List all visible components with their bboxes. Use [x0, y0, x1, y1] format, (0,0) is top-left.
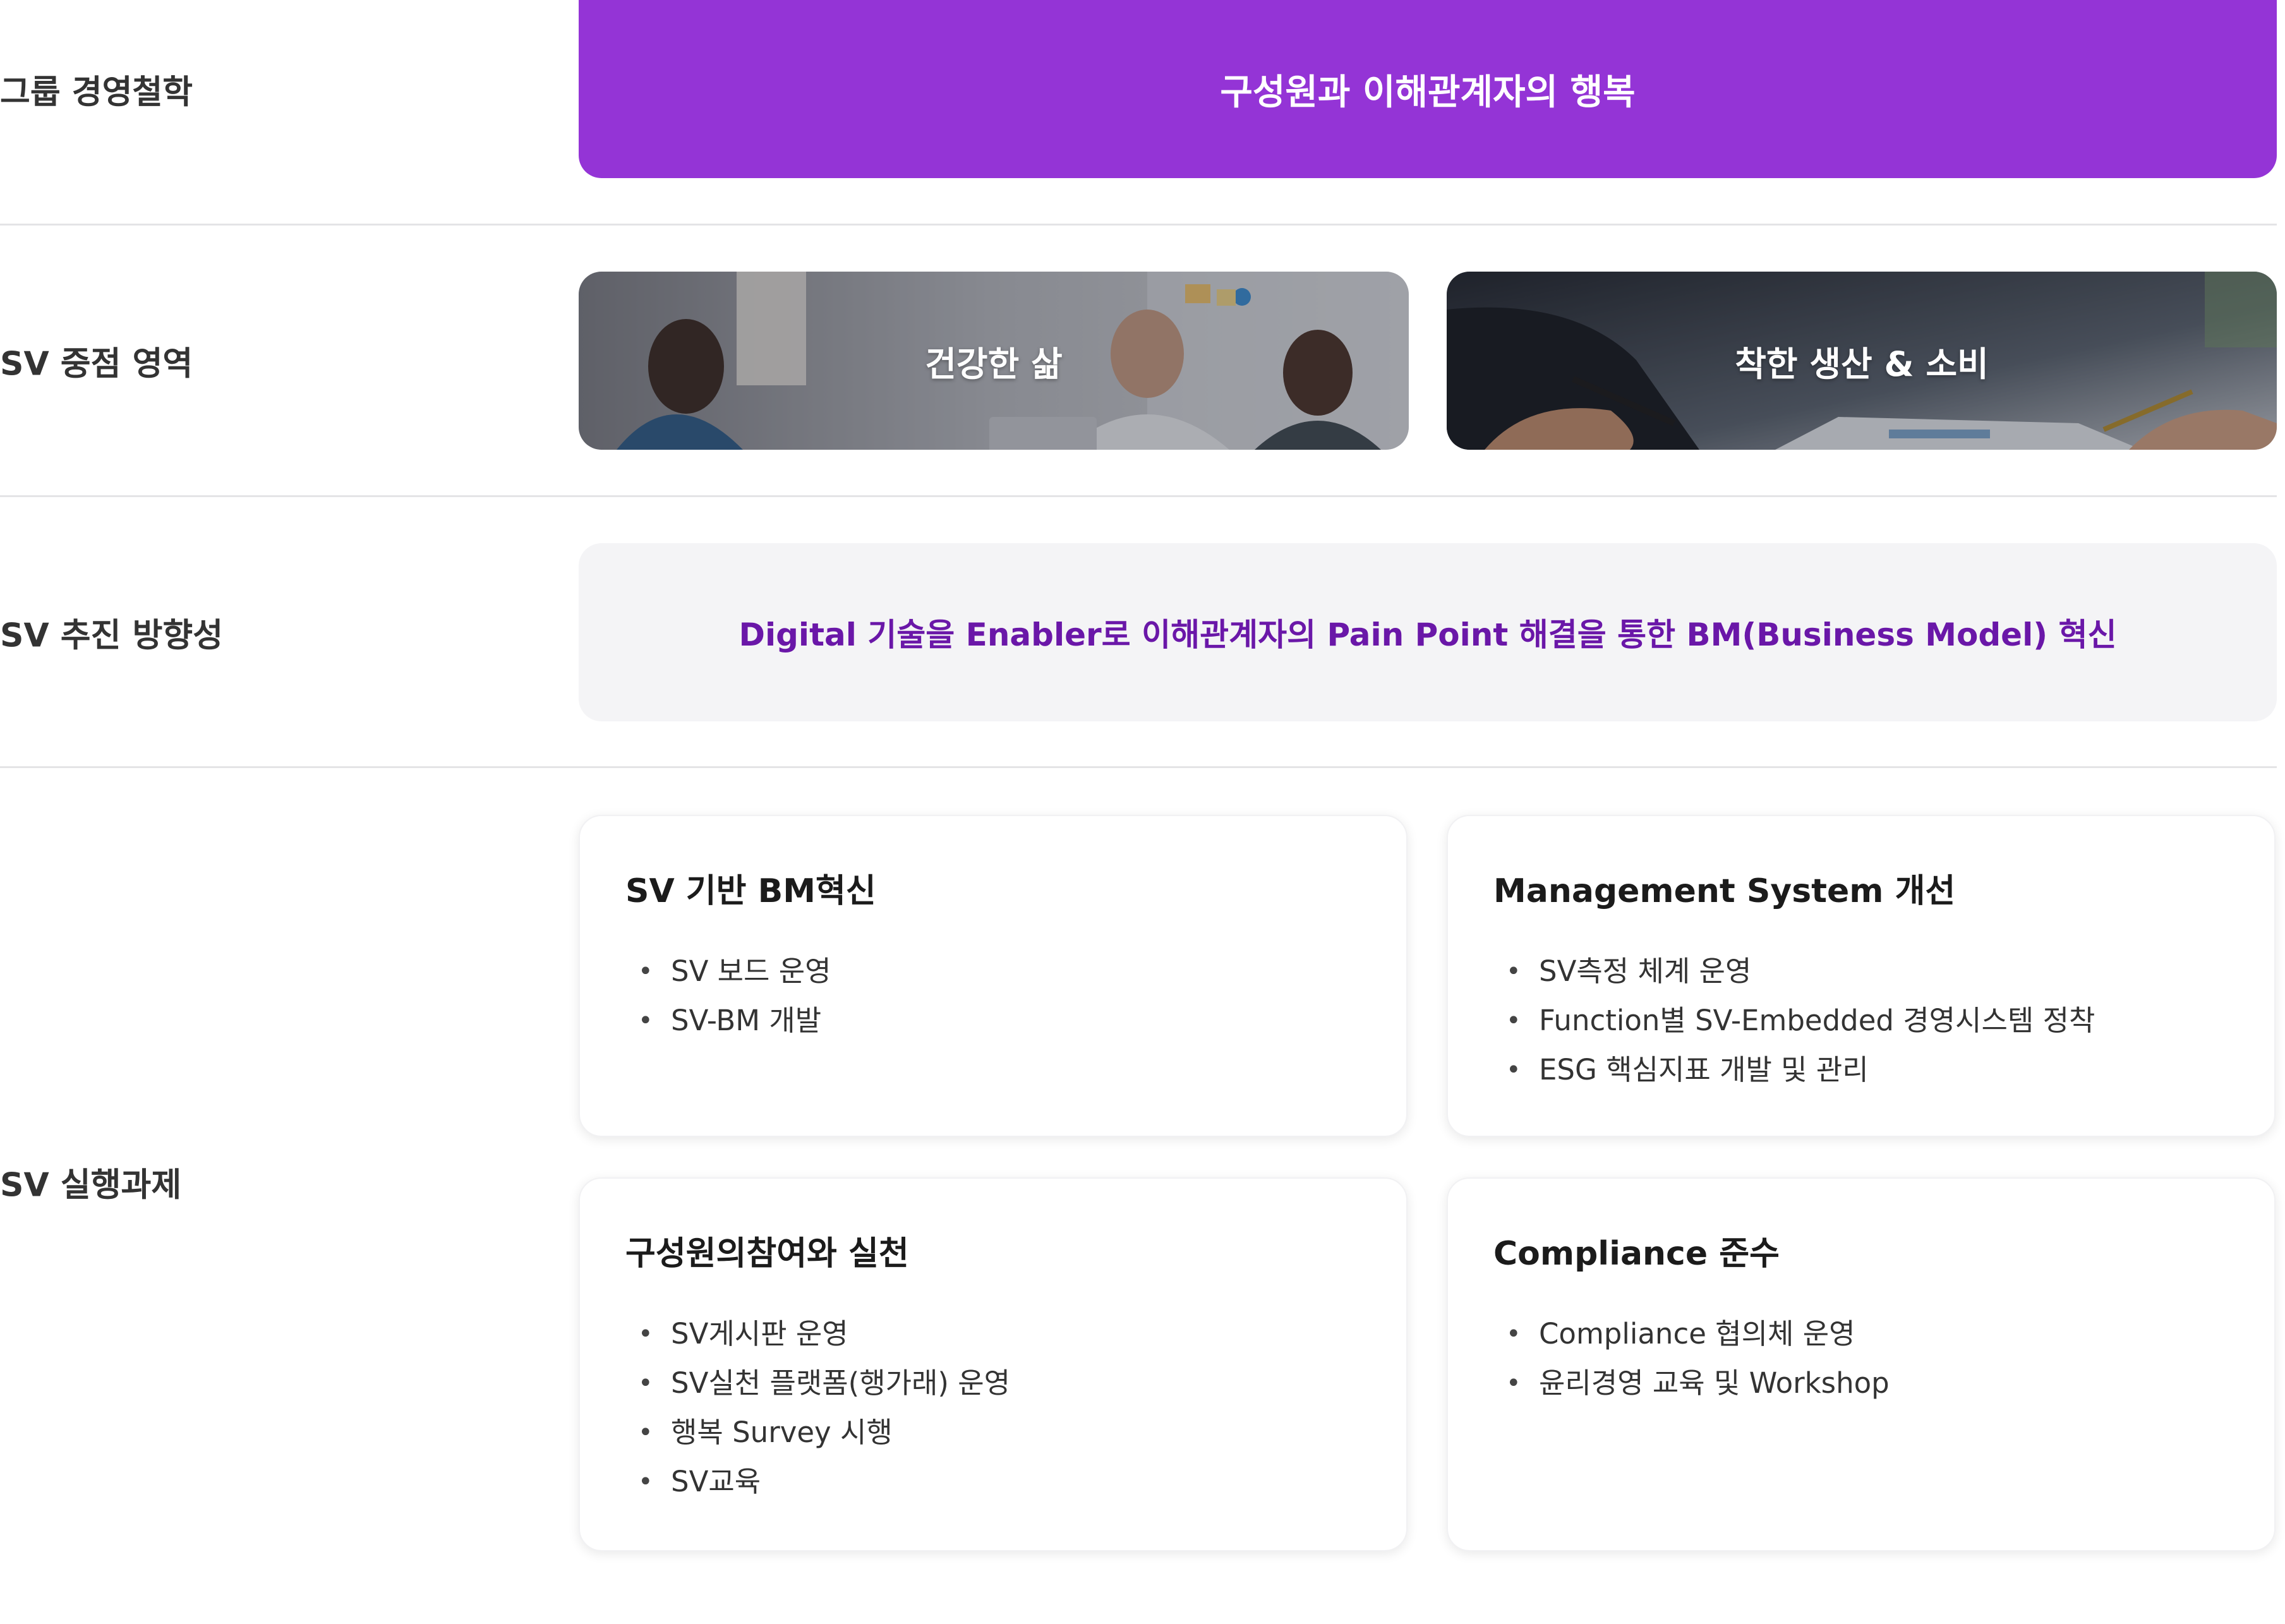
task-list: • SV측정 체계 운영 • Function별 SV-Embedded 경영시스템… — [1493, 947, 2229, 1095]
philosophy-banner: 구성원과 이해관계자의 행복 — [579, 0, 2277, 178]
bullet-icon: • — [1506, 1006, 1521, 1035]
bullet-icon: • — [1506, 1369, 1521, 1398]
list-item: • 윤리경영 교육 및 Workshop — [1493, 1359, 2229, 1408]
focus-card-label: 착한 생산 & 소비 — [1735, 344, 1989, 384]
focus-card-label: 건강한 삶 — [925, 344, 1063, 384]
row-divider — [0, 224, 2277, 226]
bullet-icon: • — [638, 1320, 653, 1349]
list-item-text: SV실천 플랫폼(행가래) 운영 — [671, 1366, 1011, 1400]
task-list: • Compliance 협의체 운영 • 윤리경영 교육 및 Workshop — [1493, 1309, 2229, 1408]
list-item: • SV교육 — [625, 1457, 1361, 1507]
list-item-text: 행복 Survey 시행 — [671, 1416, 893, 1449]
direction-box: Digital 기술을 Enabler로 이해관계자의 Pain Point 해… — [579, 543, 2277, 721]
list-item: • 행복 Survey 시행 — [625, 1408, 1361, 1457]
bullet-icon: • — [638, 1418, 653, 1447]
task-card-title: 구성원의참여와 실천 — [625, 1235, 909, 1273]
philosophy-banner-text: 구성원과 이해관계자의 행복 — [1220, 71, 1636, 113]
bullet-icon: • — [1506, 1056, 1521, 1085]
list-item-text: ESG 핵심지표 개발 및 관리 — [1539, 1053, 1869, 1086]
task-list: • SV게시판 운영 • SV실천 플랫폼(행가래) 운영 • 행복 Survey 시… — [625, 1309, 1361, 1507]
list-item-text: Compliance 협의체 운영 — [1539, 1317, 1855, 1350]
list-item-text: SV교육 — [671, 1465, 761, 1498]
row-divider — [0, 495, 2277, 497]
list-item: • SV실천 플랫폼(행가래) 운영 — [625, 1359, 1361, 1408]
row-label-philosophy: 그룹 경영철학 — [0, 73, 193, 112]
focus-card-good-production: 착한 생산 & 소비 — [1447, 272, 2277, 450]
list-item: • SV-BM 개발 — [625, 996, 1361, 1045]
business-meeting-photo — [579, 272, 1409, 450]
row-label-direction: SV 추진 방향성 — [0, 617, 224, 655]
task-card-title: Management System 개선 — [1493, 872, 1956, 910]
task-card-bm-innovation: SV 기반 BM혁신 • SV 보드 운영 • SV-BM 개발 — [579, 815, 1408, 1137]
row-divider — [0, 766, 2277, 768]
bullet-icon: • — [638, 1369, 653, 1398]
list-item: • SV 보드 운영 — [625, 947, 1361, 996]
list-item: • SV측정 체계 운영 — [1493, 947, 2229, 996]
row-label-tasks: SV 실행과제 — [0, 1166, 182, 1205]
photo-overlay — [579, 272, 1409, 450]
task-card-title: Compliance 준수 — [1493, 1235, 1780, 1273]
list-item-text: SV측정 체계 운영 — [1539, 954, 1752, 988]
list-item: • Compliance 협의체 운영 — [1493, 1309, 2229, 1359]
list-item-text: 윤리경영 교육 및 Workshop — [1539, 1366, 1890, 1400]
bullet-icon: • — [638, 957, 653, 986]
bullet-icon: • — [1506, 957, 1521, 986]
task-card-member-participation: 구성원의참여와 실천 • SV게시판 운영 • SV실천 플랫폼(행가래) 운영 •… — [579, 1177, 1408, 1551]
list-item-text: SV 보드 운영 — [671, 954, 831, 988]
task-card-title: SV 기반 BM혁신 — [625, 872, 876, 910]
row-label-focus: SV 중점 영역 — [0, 345, 193, 383]
list-item-text: SV-BM 개발 — [671, 1004, 822, 1037]
list-item-text: SV게시판 운영 — [671, 1317, 848, 1350]
list-item: • SV게시판 운영 — [625, 1309, 1361, 1359]
list-item: • Function별 SV-Embedded 경영시스템 정착 — [1493, 996, 2229, 1045]
focus-card-healthy-life: 건강한 삶 — [579, 272, 1409, 450]
task-list: • SV 보드 운영 • SV-BM 개발 — [625, 947, 1361, 1045]
list-item-text: Function별 SV-Embedded 경영시스템 정착 — [1539, 1004, 2095, 1037]
bullet-icon: • — [638, 1006, 653, 1035]
task-card-compliance: Compliance 준수 • Compliance 협의체 운영 • 윤리경영 교… — [1447, 1177, 2276, 1551]
photo-overlay — [1447, 272, 2277, 450]
list-item: • ESG 핵심지표 개발 및 관리 — [1493, 1045, 2229, 1095]
task-card-management-system: Management System 개선 • SV측정 체계 운영 • Functi… — [1447, 815, 2276, 1137]
bullet-icon: • — [638, 1467, 653, 1496]
direction-text: Digital 기술을 Enabler로 이해관계자의 Pain Point 해… — [739, 617, 2117, 653]
bullet-icon: • — [1506, 1320, 1521, 1349]
hands-with-pens-documents-photo — [1447, 272, 2277, 450]
